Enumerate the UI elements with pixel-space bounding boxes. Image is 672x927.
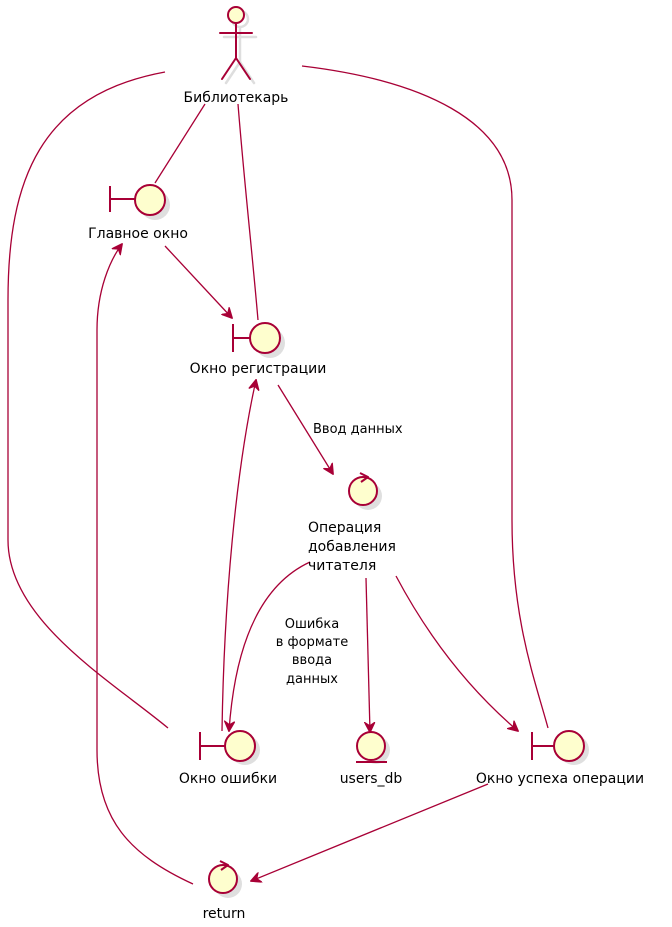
- edge-label-input-format-error: Ошибка в формате ввода данных: [276, 617, 348, 687]
- entity-users-db: users_db: [340, 731, 403, 787]
- edge-operation-to-success: [395, 575, 518, 731]
- edge-success-to-return: [251, 783, 489, 881]
- node-label: return: [203, 906, 246, 922]
- boundary-success-window: Окно успеха операции: [476, 730, 644, 787]
- control-icon: [348, 472, 382, 510]
- boundary-icon: [232, 322, 285, 358]
- control-icon: [208, 860, 242, 898]
- node-label: Окно ошибки: [179, 771, 277, 787]
- edge-label-line: в формате: [276, 635, 348, 650]
- boundary-error-window: Окно ошибки: [179, 730, 277, 787]
- edge-operation-to-error: [229, 561, 311, 731]
- control-return: return: [203, 860, 246, 922]
- edge-return-to-main: [96, 244, 194, 885]
- edge-label-data-input: Ввод данных: [313, 422, 403, 437]
- edge-operation-to-users-db: [366, 577, 370, 732]
- control-add-reader-operation: Операция добавления читателя: [308, 472, 396, 574]
- edge-main-to-registration: [164, 245, 232, 318]
- edge-actor-main-window: [154, 103, 206, 184]
- edge-actor-success-window: [301, 65, 549, 729]
- entity-icon: [356, 731, 390, 764]
- edge-actor-error-window: [7, 71, 169, 729]
- node-label: Окно регистрации: [190, 361, 327, 377]
- boundary-icon: [199, 730, 260, 765]
- edge-error-to-registration: [221, 380, 256, 732]
- edges: [7, 65, 549, 885]
- node-label: читателя: [308, 558, 376, 574]
- edge-registration-to-operation: [277, 384, 333, 474]
- node-label: Операция: [308, 520, 381, 536]
- boundary-registration-window: Окно регистрации: [190, 322, 327, 377]
- boundary-icon: [109, 184, 170, 220]
- actor-label: Библиотекарь: [184, 90, 289, 106]
- edge-label-line: Ошибка: [285, 617, 339, 632]
- edge-label-line: данных: [286, 672, 338, 687]
- edge-actor-registration-window: [237, 103, 259, 321]
- actor-librarian: Библиотекарь: [184, 6, 289, 106]
- node-label: Окно успеха операции: [476, 771, 644, 787]
- node-label: users_db: [340, 771, 403, 787]
- node-label: Главное окно: [88, 226, 188, 242]
- node-label: добавления: [308, 539, 396, 555]
- boundary-main-window: Главное окно: [88, 184, 188, 242]
- actor-icon: [219, 6, 258, 85]
- edge-label-line: ввода: [292, 653, 332, 668]
- boundary-icon: [531, 730, 589, 765]
